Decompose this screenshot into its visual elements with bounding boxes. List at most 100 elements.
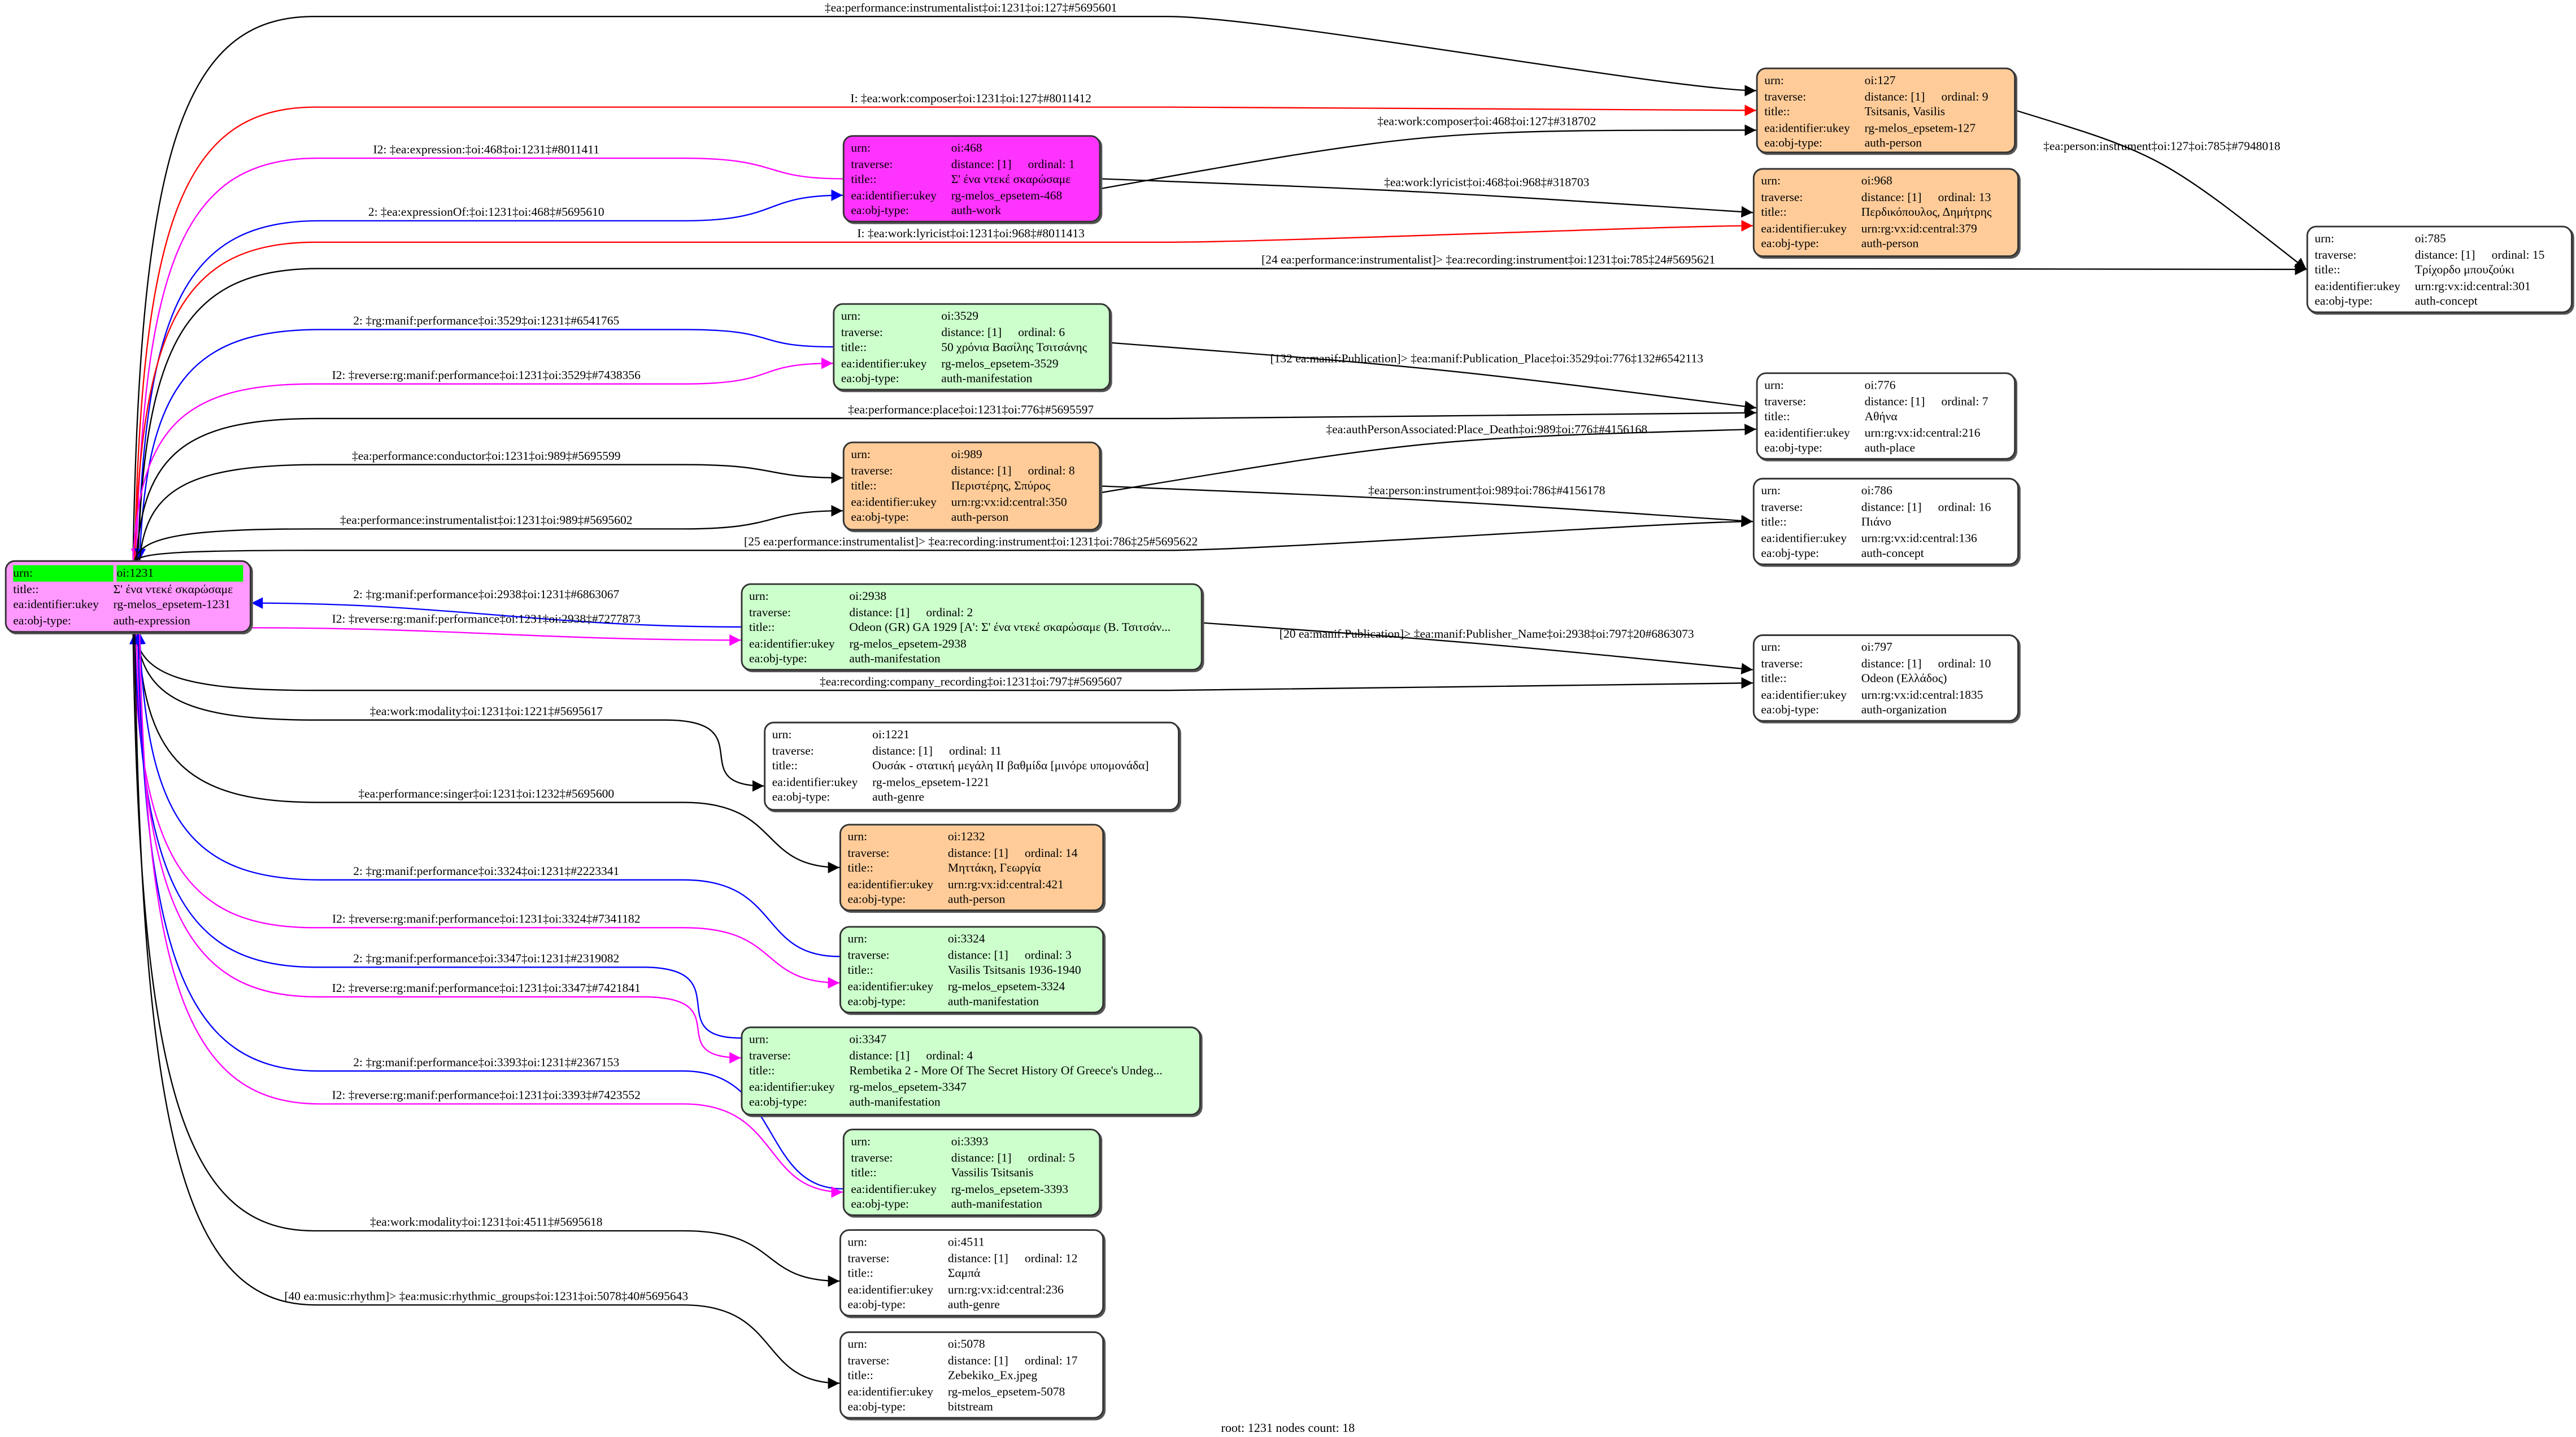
traverse-value: distance: [1]ordinal: 6 (941, 324, 1102, 339)
row-label: urn: (1761, 639, 1781, 655)
row-value: oi:3324 (947, 931, 985, 946)
node-ukey-row: ea:identifier:ukey rg-melos_epsetem-3347 (749, 1079, 1193, 1095)
row-label: urn: (1761, 173, 1781, 188)
row-label: urn: (841, 308, 861, 323)
edge-3324-to-1231 (134, 633, 839, 957)
row-value: oi:3393 (951, 1133, 989, 1149)
node-urn-row: urn:oi:785 (2314, 230, 2564, 246)
edge-label: ‡ea:authPersonAssociated:Place_Death‡oi:… (1326, 423, 1647, 436)
row-label: ea:identifier:ukey (749, 1078, 835, 1094)
row-label: ea:identifier:ukey (1764, 120, 1850, 135)
row-label: urn: (13, 565, 114, 581)
row-label: ea:obj-type: (1761, 546, 1820, 561)
node-traverse-row: traverse:distance: [1]ordinal: 2 (749, 604, 1194, 620)
row-label: traverse: (1764, 393, 1807, 408)
row-label: ea:obj-type: (1761, 702, 1820, 717)
row-label: ea:identifier:ukey (13, 596, 99, 612)
root-type-row: ea:obj-type: auth-expression (13, 612, 243, 628)
edge-1231-to-3324 (132, 633, 839, 989)
row-label: traverse: (1764, 88, 1807, 103)
node-title-row: title::Zebekiko_Ex.jpeg (848, 1368, 1096, 1384)
edge-label: 2: ‡rg:manif:performance‡oi:3324‡oi:1231… (353, 864, 619, 878)
row-value: Περδικόπουλος, Δημήτρης (1861, 204, 1992, 220)
edge-1231-to-785 (137, 263, 2307, 560)
row-label: ea:identifier:ukey (847, 1281, 934, 1297)
root-title-row: title:: Σ' ένα ντεκέ σκαρώσαμε (13, 581, 243, 597)
row-value: Σ' ένα ντεκέ σκαρώσαμε (113, 581, 233, 596)
node-ukey-row: ea:identifier:ukey urn:rg:vx:id:central:1… (1761, 530, 2011, 546)
row-value: urn:rg:vx:id:central:136 (1861, 530, 1977, 545)
graph-footer: root: 1231 nodes count: 18 (1221, 1420, 1355, 1435)
row-label: ea:identifier:ukey (1761, 686, 1847, 702)
traverse-value: distance: [1]ordinal: 8 (951, 462, 1093, 478)
row-value: auth-work (951, 203, 1002, 219)
edge-label: 2: ‡ea:expressionOf:‡oi:1231‡oi:468‡#569… (368, 205, 604, 219)
row-value: Τρίχορδο μπουζούκι (2414, 262, 2515, 277)
node-obj-type-row: ea:obj-type:auth-organization (1761, 703, 2011, 718)
distance: distance: [1] (947, 1249, 1008, 1265)
row-value: rg-melos_epsetem-468 (951, 187, 1063, 203)
row-label: ea:identifier:ukey (1761, 530, 1847, 545)
row-label: ea:obj-type: (851, 510, 909, 525)
node-obj-type-row: ea:obj-type:auth-person (1764, 136, 2007, 151)
distance: distance: [1] (947, 1352, 1008, 1367)
row-label: urn: (2314, 230, 2334, 246)
node-traverse-row: traverse:distance: [1]ordinal: 11 (772, 742, 1172, 758)
row-value: rg-melos_epsetem-3347 (849, 1078, 967, 1094)
ordinal: ordinal: 11 (949, 742, 1002, 757)
ordinal: ordinal: 14 (1024, 844, 1078, 860)
row-label: traverse: (847, 947, 890, 962)
root-ukey-row: ea:identifier:ukey rg-melos_epsetem-1231 (13, 597, 243, 613)
node-traverse-row: traverse:distance: [1]ordinal: 5 (851, 1149, 1092, 1165)
row-label: ea:obj-type: (749, 1094, 807, 1110)
row-value: urn:rg:vx:id:central:301 (2414, 278, 2531, 293)
node-traverse-row: traverse:distance: [1]ordinal: 1 (851, 156, 1092, 172)
edge-3347-to-1231 (129, 633, 741, 1039)
node-urn-row: urn:oi:3393 (851, 1134, 1092, 1149)
row-label: urn: (1761, 482, 1781, 498)
row-value: auth-person (951, 510, 1009, 525)
edge-label: ‡ea:performance:place‡oi:1231‡oi:776‡#56… (848, 403, 1094, 416)
row-label: title:: (2314, 262, 2340, 277)
edge-1231-to-3393 (139, 633, 843, 1198)
edge-1231-to-3529 (132, 357, 833, 560)
node-traverse-row: traverse:distance: [1]ordinal: 4 (749, 1047, 1193, 1063)
edge-989-to-776 (1100, 424, 1756, 494)
node-traverse-row: traverse:distance: [1]ordinal: 3 (848, 947, 1096, 963)
row-value: oi:989 (951, 446, 982, 461)
row-label: ea:obj-type: (772, 790, 830, 805)
row-value: rg-melos_epsetem-1221 (872, 774, 990, 789)
row-label: urn: (1764, 377, 1784, 393)
node-traverse-row: traverse:distance: [1]ordinal: 16 (1761, 499, 2011, 515)
row-label: traverse: (847, 1249, 890, 1265)
node-title-row: title::Περδικόπουλος, Δημήτρης (1761, 204, 2011, 220)
ordinal: ordinal: 8 (1028, 462, 1075, 477)
row-label: traverse: (851, 462, 893, 477)
node-traverse-row: traverse:distance: [1]ordinal: 6 (841, 324, 1102, 339)
ordinal: ordinal: 5 (1028, 1149, 1075, 1165)
node-title-row: title::Rembetika 2 - More Of The Secret … (749, 1063, 1193, 1079)
root-node-1231[interactable]: urn: oi:1231 title:: Σ' ένα ντεκέ σκαρώσ… (5, 560, 251, 633)
ordinal: ordinal: 9 (1941, 88, 1988, 103)
